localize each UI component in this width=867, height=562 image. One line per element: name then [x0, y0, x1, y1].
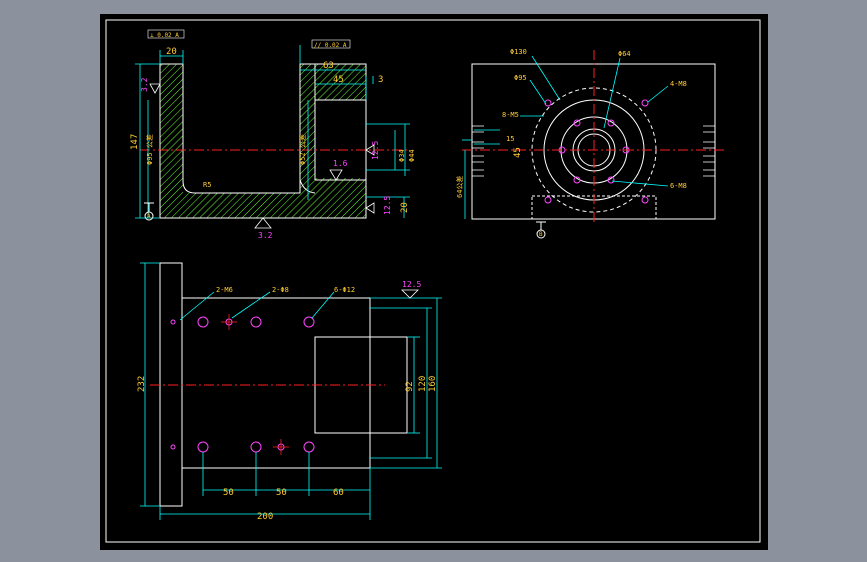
- label-8-m5: 8-M5: [502, 111, 519, 119]
- cad-drawing: ⊥ 0.02 A // 0.02 A 20 63 45 3 147 Φ95 公差…: [105, 19, 761, 543]
- dim-160: 160: [428, 376, 438, 392]
- label-d64: Φ64: [618, 50, 631, 58]
- label-6-m8: 6-M8: [670, 182, 687, 190]
- label-2-m6: 2-M6: [216, 286, 233, 294]
- dim-3: 3: [378, 75, 383, 85]
- finish-32-left: 3.2: [140, 77, 149, 92]
- dim-200: 200: [257, 512, 273, 522]
- label-45: 45: [513, 147, 523, 158]
- dim-50-b: 50: [276, 488, 287, 498]
- finish-125-mid: 12.5: [371, 141, 380, 160]
- datum-b: B: [539, 231, 543, 238]
- dim-d52: Φ52 公差: [298, 134, 307, 165]
- top-right-end-view: Φ130 Φ64 Φ95 4-M8 8-M5 15 45 6-M8 64公差 B: [455, 48, 725, 239]
- label-64: 64公差: [455, 176, 464, 198]
- dim-r5: R5: [203, 181, 211, 189]
- dim-60: 60: [333, 488, 344, 498]
- dim-20-side: 20: [400, 202, 410, 213]
- finish-16: 1.6: [333, 159, 348, 168]
- plan-plate: [181, 297, 371, 469]
- dim-d34: Φ34: [398, 149, 406, 162]
- dim-20-top: 20: [166, 47, 177, 57]
- bottom-plan-view: 2-M6 2-Φ8 6-Φ12 12.5 232 92 120 160 50 5…: [137, 262, 442, 522]
- top-left-section-view: ⊥ 0.02 A // 0.02 A 20 63 45 3 147 Φ95 公差…: [130, 29, 416, 240]
- finish-125-plan: 12.5: [402, 280, 421, 289]
- label-2-d8: 2-Φ8: [272, 286, 289, 294]
- dim-50-a: 50: [223, 488, 234, 498]
- dim-d44: Φ44: [408, 149, 416, 162]
- dim-120: 120: [418, 376, 428, 392]
- finish-32-bottom: 3.2: [258, 231, 273, 240]
- label-15: 15: [506, 135, 514, 143]
- dim-45: 45: [333, 75, 344, 85]
- section-outline: [159, 63, 367, 219]
- label-d95: Φ95: [514, 74, 527, 82]
- dim-147: 147: [130, 134, 140, 150]
- label-4-m8: 4-M8: [670, 80, 687, 88]
- fcf-top-left: ⊥ 0.02 A: [150, 32, 179, 39]
- datum-a: A: [147, 213, 151, 220]
- dim-d95: Φ95 公差: [145, 134, 154, 165]
- dim-63: 63: [323, 61, 334, 71]
- section-hatch: [160, 64, 300, 197]
- dim-92: 92: [405, 381, 415, 392]
- fcf-top-right: // 0.02 A: [314, 42, 347, 49]
- label-d130: Φ130: [510, 48, 527, 56]
- label-6-d12: 6-Φ12: [334, 286, 355, 294]
- drawing-sheet: ⊥ 0.02 A // 0.02 A 20 63 45 3 147 Φ95 公差…: [100, 14, 768, 550]
- sheet-border: [105, 19, 761, 543]
- dim-232: 232: [137, 376, 147, 392]
- finish-125-bottom: 12.5: [383, 196, 392, 215]
